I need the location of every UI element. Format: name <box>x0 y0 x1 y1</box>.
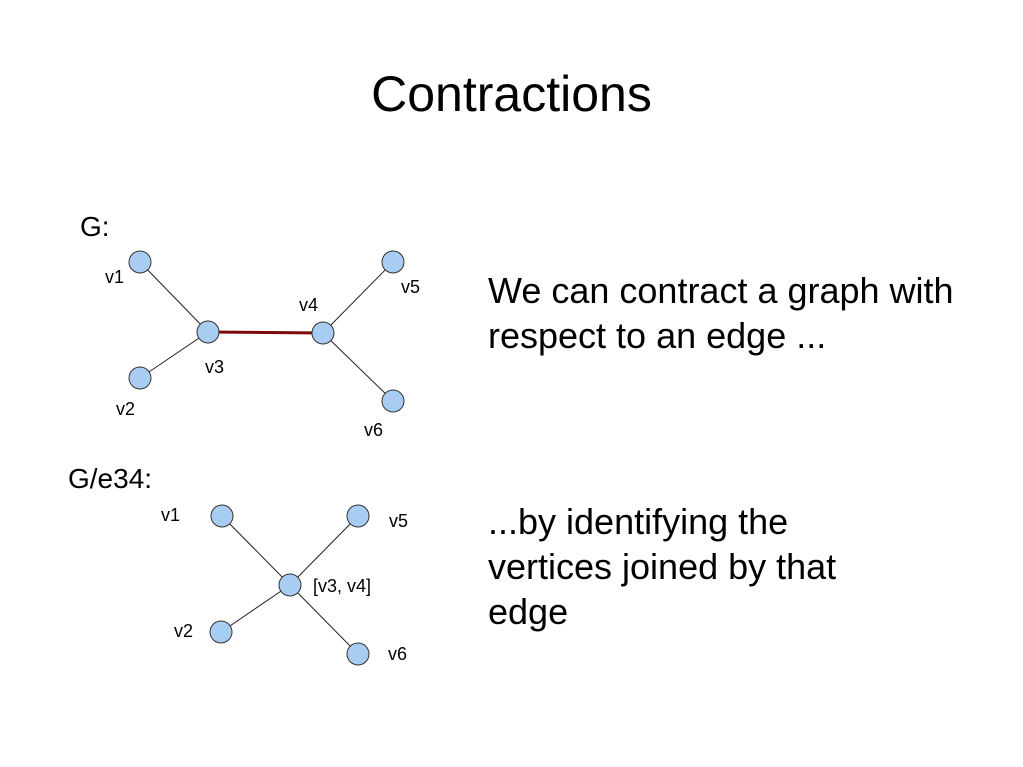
edge-v1-v3 <box>139 261 209 333</box>
edge-v4-v5 <box>322 261 394 334</box>
vertex-label-c-v34: [v3, v4] <box>313 576 371 596</box>
vertex-v6 <box>381 389 405 413</box>
vertex-label-c-v6: v6 <box>388 644 407 664</box>
vertex-c-v1 <box>210 504 234 528</box>
vertex-c-v2 <box>209 620 233 644</box>
vertex-label-c-v2: v2 <box>174 621 193 641</box>
graph-g-label: G: <box>80 211 110 242</box>
graph-g: v1 v2 v3 v4 v5 v6 <box>105 250 420 440</box>
edge-v2-v34 <box>220 584 291 633</box>
text-top: We can contract a graph with respect to … <box>488 270 954 356</box>
slide-title: Contractions <box>371 66 652 122</box>
vertex-label-c-v5: v5 <box>389 511 408 531</box>
vertex-c-v34 <box>278 573 302 597</box>
vertex-v3 <box>196 320 220 344</box>
vertex-label-v1: v1 <box>105 267 124 287</box>
text-bottom: ...by identifying the vertices joined by… <box>488 501 837 632</box>
edge-v2-v3 <box>139 331 209 379</box>
edge-v3-v4-highlighted <box>207 330 324 335</box>
vertex-label-c-v1: v1 <box>161 505 180 525</box>
vertex-label-v4: v4 <box>299 295 318 315</box>
vertex-c-v5 <box>346 504 370 528</box>
vertex-v2 <box>128 366 152 390</box>
vertex-label-v6: v6 <box>364 420 383 440</box>
vertex-label-v2: v2 <box>116 399 135 419</box>
edge-v6-v34 <box>289 584 359 655</box>
vertex-label-v5: v5 <box>401 277 420 297</box>
vertex-label-v3: v3 <box>205 357 224 377</box>
vertex-v1 <box>128 250 152 274</box>
vertex-v4 <box>311 321 335 345</box>
graph-contracted: v1 v2 [v3, v4] v5 v6 <box>161 504 408 666</box>
vertex-v5 <box>381 250 405 274</box>
edge-v4-v6 <box>322 332 394 402</box>
graph-contracted-label: G/e34: <box>68 463 153 494</box>
vertex-c-v6 <box>346 642 370 666</box>
edge-v1-v34 <box>221 515 291 586</box>
edge-v5-v34 <box>289 515 359 586</box>
